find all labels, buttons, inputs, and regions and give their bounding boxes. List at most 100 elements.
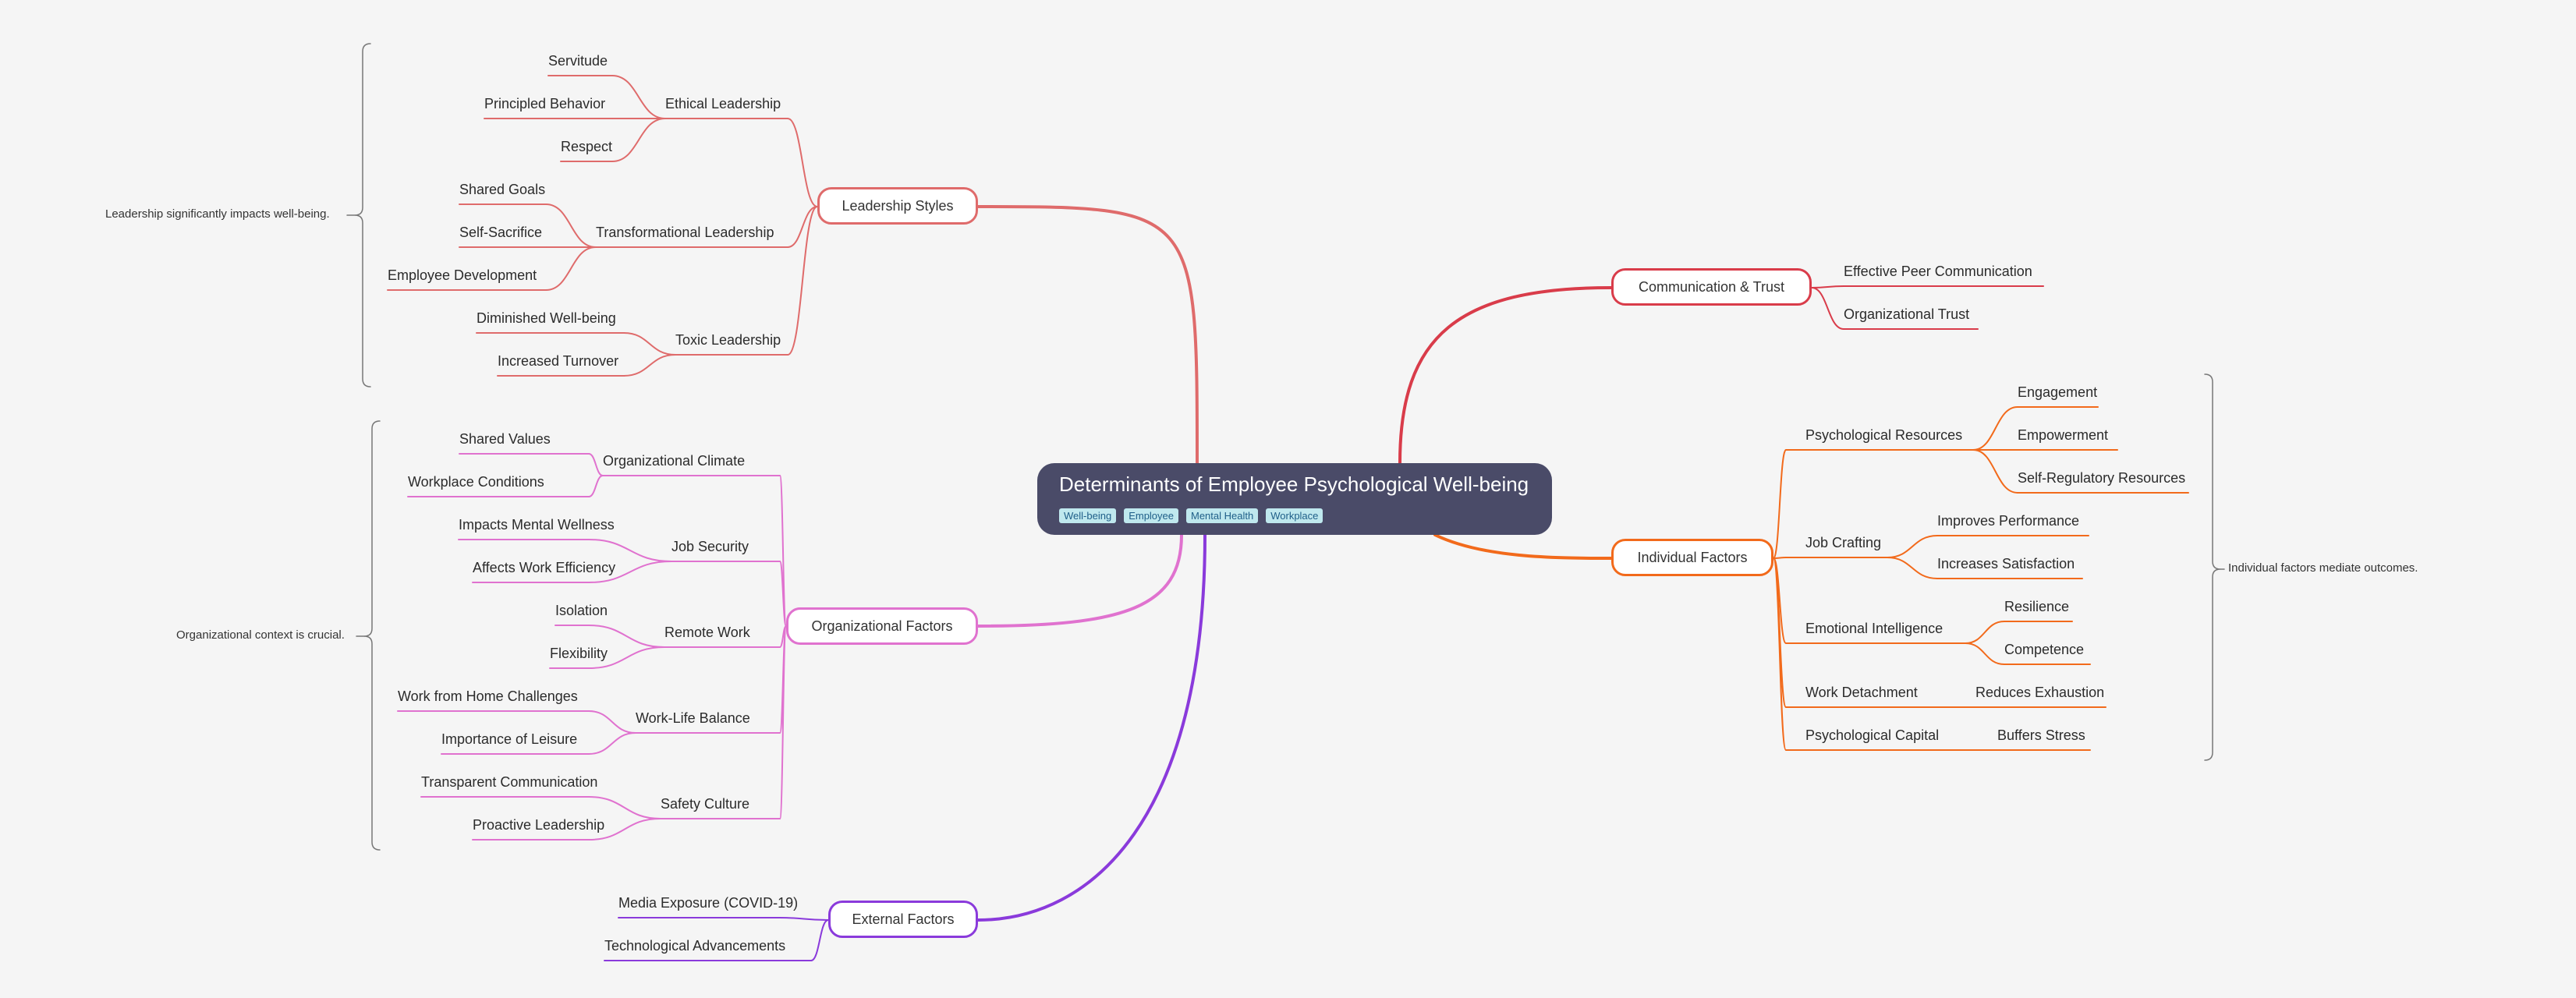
connector-org-leaf	[588, 475, 604, 497]
leaf-self-regulatory-resources[interactable]: Self-Regulatory Resources	[2018, 470, 2186, 486]
leaf-proactive-leadership[interactable]: Proactive Leadership	[473, 817, 605, 833]
connector-toxic-turnover	[623, 354, 676, 377]
leaf-buffers-stress[interactable]: Buffers Stress	[1997, 727, 2085, 743]
leaf-importance-of-leisure[interactable]: Importance of Leisure	[441, 731, 578, 747]
connector-org-leaf	[588, 561, 672, 583]
subtopic-toxic-leadership[interactable]: Toxic Leadership	[675, 332, 781, 348]
subtopic-ethical-leadership[interactable]: Ethical Leadership	[665, 96, 781, 111]
leaf-effective-peer-communication[interactable]: Effective Peer Communication	[1844, 264, 2032, 279]
connector-org-leaf	[588, 796, 661, 819]
leaf-empowerment[interactable]: Empowerment	[2018, 427, 2109, 443]
leaf-employee-development[interactable]: Employee Development	[388, 267, 537, 283]
topic-external-factors[interactable]: External Factors	[828, 901, 978, 938]
summary-individual[interactable]: Individual factors mediate outcomes.	[2228, 561, 2418, 575]
connector-ind-sub	[1773, 557, 1787, 559]
topic-communication-trust[interactable]: Communication & Trust	[1611, 268, 1812, 306]
leaf-transparent-communication[interactable]: Transparent Communication	[421, 774, 598, 790]
connector-root-individual	[1433, 533, 1613, 560]
summary-organizational[interactable]: Organizational context is crucial.	[176, 628, 345, 642]
leaf-flexibility[interactable]: Flexibility	[550, 646, 608, 661]
subtopic-psychological-capital[interactable]: Psychological Capital	[1805, 727, 1940, 743]
subtopic-work-detachment[interactable]: Work Detachment	[1805, 685, 1918, 700]
leaf-work-from-home-challenges[interactable]: Work from Home Challenges	[398, 688, 578, 704]
leaf-reduces-exhaustion[interactable]: Reduces Exhaustion	[1975, 685, 2105, 700]
connector-leadership-toxic	[787, 206, 818, 356]
tag[interactable]: Well-being	[1059, 508, 1117, 523]
connector-ethical-servitude	[611, 75, 666, 119]
leaf-respect[interactable]: Respect	[561, 139, 613, 154]
leaf-resilience[interactable]: Resilience	[2004, 599, 2070, 614]
leaf-increases-satisfaction[interactable]: Increases Satisfaction	[1937, 556, 2075, 572]
connector-toxic-diminished	[623, 332, 676, 356]
subtopic-job-crafting[interactable]: Job Crafting	[1805, 535, 1882, 550]
connector-leadership-transformational	[787, 206, 818, 248]
connector-leadership-ethical	[787, 118, 818, 207]
connector-comm-trust	[1811, 287, 1844, 330]
leaf-self-sacrifice[interactable]: Self-Sacrifice	[459, 225, 543, 240]
subtopic-emotional-intelligence[interactable]: Emotional Intelligence	[1805, 621, 1944, 636]
connector-root-external	[976, 533, 1207, 922]
central-topic[interactable]: Determinants of Employee Psychological W…	[1037, 463, 1552, 535]
connector-root-leadership	[976, 205, 1199, 465]
summary-leadership[interactable]: Leadership significantly impacts well-be…	[105, 207, 330, 221]
summary-brace-leadership	[354, 43, 371, 388]
connector-org-leaf	[588, 625, 665, 648]
connector-root-communication	[1398, 286, 1613, 465]
connector-org-leaf	[588, 539, 672, 562]
topic-organizational-factors[interactable]: Organizational Factors	[786, 607, 978, 645]
connector-ei-leaf	[1965, 621, 2005, 644]
connector-crafting-leaf	[1887, 557, 1938, 579]
connector-external-media	[779, 917, 829, 921]
summary-brace-individual	[2204, 373, 2221, 761]
tag[interactable]: Mental Health	[1186, 508, 1259, 523]
topic-leadership-styles[interactable]: Leadership Styles	[817, 187, 978, 225]
connector-psych-leaf	[1972, 449, 2018, 494]
leaf-impacts-mental-wellness[interactable]: Impacts Mental Wellness	[459, 517, 615, 533]
leaf-workplace-conditions[interactable]: Workplace Conditions	[408, 474, 544, 490]
tag-list: Well-being Employee Mental Health Workpl…	[1059, 508, 1323, 523]
leaf-technological-advancements[interactable]: Technological Advancements	[604, 938, 786, 954]
subtopic-organizational-climate[interactable]: Organizational Climate	[603, 453, 746, 469]
connector-root-organizational	[976, 533, 1183, 628]
connector-org-leaf	[588, 732, 636, 755]
leaf-servitude[interactable]: Servitude	[548, 53, 608, 69]
central-topic-title: Determinants of Employee Psychological W…	[1059, 472, 1529, 496]
connector-ind-sub	[1773, 449, 1787, 559]
connector-org-leaf	[588, 710, 636, 734]
connector-external-tech	[810, 919, 829, 961]
topic-individual-factors[interactable]: Individual Factors	[1611, 539, 1773, 576]
leaf-shared-values[interactable]: Shared Values	[459, 431, 551, 447]
leaf-organizational-trust[interactable]: Organizational Trust	[1844, 306, 1970, 322]
leaf-isolation[interactable]: Isolation	[555, 603, 608, 618]
tag[interactable]: Workplace	[1266, 508, 1323, 523]
leaf-shared-goals[interactable]: Shared Goals	[459, 182, 546, 197]
leaf-principled-behavior[interactable]: Principled Behavior	[484, 96, 606, 111]
connector-org-sub	[779, 561, 787, 627]
tag[interactable]: Employee	[1124, 508, 1178, 523]
connector-ei-leaf	[1965, 642, 2005, 665]
subtopic-psychological-resources[interactable]: Psychological Resources	[1805, 427, 1963, 443]
connector-org-leaf	[588, 646, 665, 669]
connector-org-leaf	[588, 818, 661, 841]
subtopic-job-security[interactable]: Job Security	[671, 539, 749, 554]
connector-org-sub	[779, 625, 787, 819]
leaf-increased-turnover[interactable]: Increased Turnover	[498, 353, 619, 369]
connector-crafting-leaf	[1887, 535, 1938, 558]
subtopic-work-life-balance[interactable]: Work-Life Balance	[636, 710, 750, 726]
subtopic-safety-culture[interactable]: Safety Culture	[661, 796, 750, 812]
leaf-engagement[interactable]: Engagement	[2018, 384, 2098, 400]
connector-trans-goals	[545, 203, 597, 248]
connector-comm-peer	[1811, 285, 1844, 288]
subtopic-transformational-leadership[interactable]: Transformational Leadership	[596, 225, 774, 240]
connector-org-leaf	[588, 453, 604, 476]
subtopic-remote-work[interactable]: Remote Work	[664, 625, 750, 640]
connector-psych-leaf	[1972, 406, 2018, 451]
leaf-media-exposure[interactable]: Media Exposure (COVID-19)	[618, 895, 799, 911]
leaf-diminished-well-being[interactable]: Diminished Well-being	[477, 310, 616, 326]
connector-ind-sub	[1773, 557, 1787, 751]
leaf-competence[interactable]: Competence	[2004, 642, 2085, 657]
leaf-improves-performance[interactable]: Improves Performance	[1937, 513, 2080, 529]
leaf-affects-work-efficiency[interactable]: Affects Work Efficiency	[473, 560, 616, 575]
